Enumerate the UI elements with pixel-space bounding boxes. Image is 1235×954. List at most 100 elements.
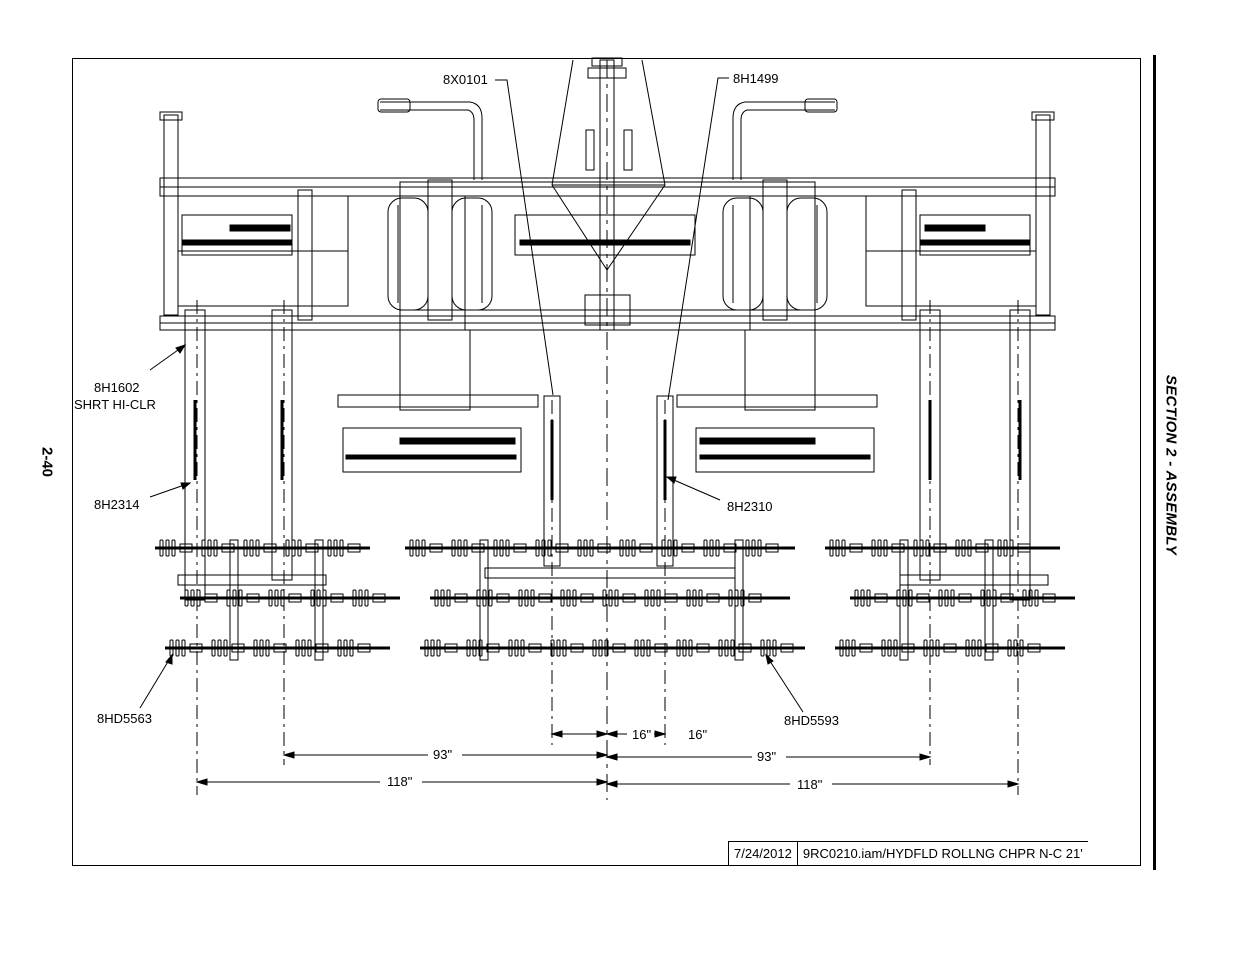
callout-8h2314: 8H2314 (94, 497, 140, 512)
dimension-118-right: 118" (797, 777, 823, 792)
tine-hub (528, 643, 542, 653)
tine (415, 539, 420, 557)
dimension-118-left: 118" (387, 774, 413, 789)
tine-hub (513, 543, 527, 553)
tine-hub (570, 643, 584, 653)
tine (908, 589, 913, 607)
tine (992, 589, 997, 607)
tine (971, 639, 976, 657)
tine (253, 639, 258, 657)
tine (730, 639, 735, 657)
tine (1007, 639, 1012, 657)
tine (430, 639, 435, 657)
tine (676, 639, 681, 657)
callout-labels: 8X0101 8H1499 8H1602 SHRT HI-CLR 8H2314 … (74, 71, 839, 728)
tine (547, 539, 552, 557)
tine-hub (1042, 593, 1056, 603)
tine (352, 589, 357, 607)
tine (682, 639, 687, 657)
title-block-file: 9RC0210.iam/HYDFLD ROLLNG CHPR N-C 21' (796, 842, 1088, 866)
tine (935, 639, 940, 657)
tine-hub (681, 543, 695, 553)
tine (965, 639, 970, 657)
tine (560, 589, 565, 607)
tine-hub (372, 593, 386, 603)
title-block: 7/24/2012 9RC0210.iam/HYDFLD ROLLNG CHPR… (728, 841, 1088, 866)
tine-hub (330, 593, 344, 603)
tine-hub (723, 543, 737, 553)
leader-lines (139, 77, 804, 713)
tine (358, 589, 363, 607)
callout-8x0101: 8X0101 (443, 72, 488, 87)
tine (835, 539, 840, 557)
tine (436, 639, 441, 657)
tine (1028, 589, 1033, 607)
tine (291, 539, 296, 557)
tine (692, 589, 697, 607)
tine (887, 639, 892, 657)
tine-hub (305, 543, 319, 553)
callout-8hd5563: 8HD5563 (97, 711, 152, 726)
tine-hub (916, 593, 930, 603)
tine (572, 589, 577, 607)
tine-hub (263, 543, 277, 553)
tine-hub (444, 643, 458, 653)
tine-hub (315, 643, 329, 653)
tine (644, 589, 649, 607)
tine-hub (780, 643, 794, 653)
tine (514, 639, 519, 657)
tine (734, 589, 739, 607)
tine (243, 539, 248, 557)
dimension-labels: 16" 16" 93" 93" 118" 118" (387, 727, 823, 792)
tine-hub (958, 593, 972, 603)
tine (938, 589, 943, 607)
callout-shrt-hi-clr: SHRT HI-CLR (74, 397, 156, 412)
tine (499, 539, 504, 557)
tine (944, 589, 949, 607)
tine (760, 639, 765, 657)
tine-hub (189, 643, 203, 653)
title-block-date: 7/24/2012 (734, 846, 792, 861)
tine (1022, 589, 1027, 607)
tine-hub (597, 543, 611, 553)
tine (577, 539, 582, 557)
tine (929, 639, 934, 657)
tine (201, 539, 206, 557)
tine (673, 539, 678, 557)
tine (688, 639, 693, 657)
extension-lines (196, 300, 1019, 795)
tine (893, 639, 898, 657)
tine (493, 539, 498, 557)
tine (175, 639, 180, 657)
tine (530, 589, 535, 607)
tine-hub (901, 643, 915, 653)
tine-hub (748, 593, 762, 603)
tine (619, 539, 624, 557)
tine (535, 539, 540, 557)
tine-hub (357, 643, 371, 653)
tine (646, 639, 651, 657)
tine (703, 539, 708, 557)
tine (255, 539, 260, 557)
tine-hub (891, 543, 905, 553)
tine (724, 639, 729, 657)
tine (524, 589, 529, 607)
tine (562, 639, 567, 657)
tine (190, 589, 195, 607)
tine (839, 639, 844, 657)
tine (757, 539, 762, 557)
tine (566, 589, 571, 607)
tine-hub (538, 593, 552, 603)
tine-hub (874, 593, 888, 603)
tine-hub (454, 593, 468, 603)
tine (213, 539, 218, 557)
tine (602, 589, 607, 607)
tine (955, 539, 960, 557)
tine (223, 639, 228, 657)
tine (285, 539, 290, 557)
tine (518, 589, 523, 607)
tine (457, 539, 462, 557)
tine (207, 539, 212, 557)
tine (295, 639, 300, 657)
tine (709, 539, 714, 557)
